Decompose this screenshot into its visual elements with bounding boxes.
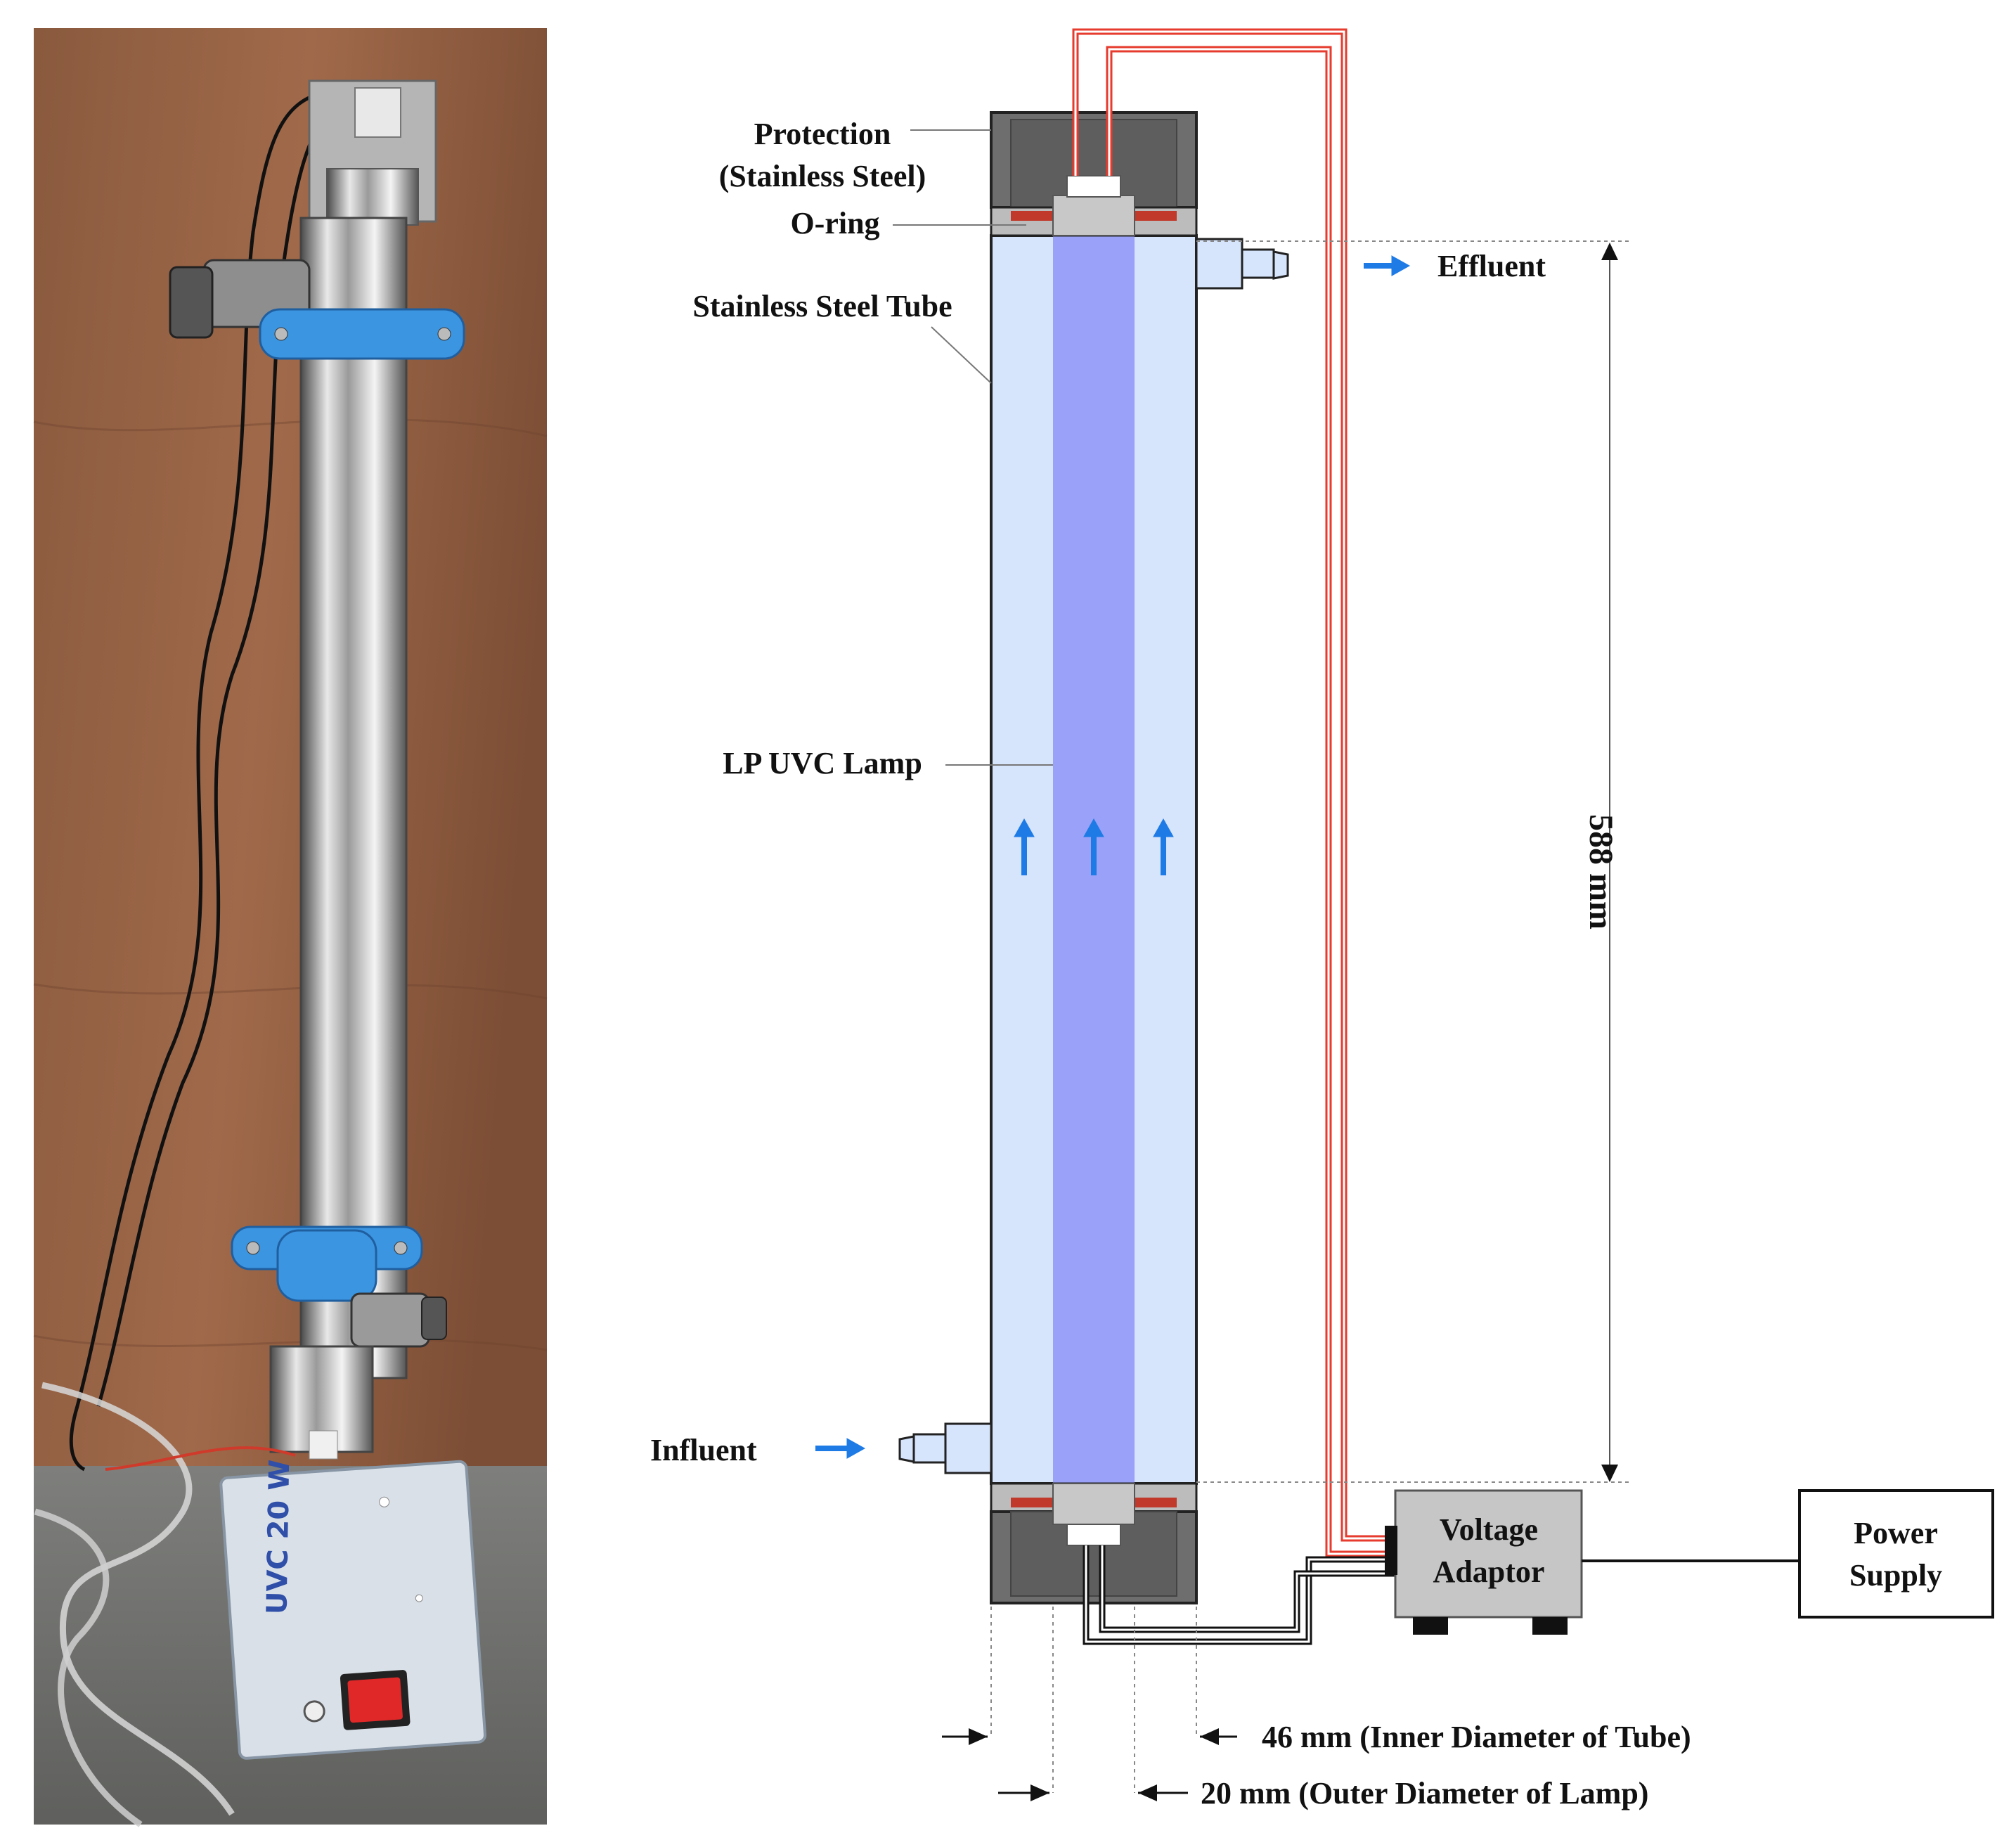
lamp-socket-bottom xyxy=(1052,1483,1135,1525)
effluent-label: Effluent xyxy=(1437,249,1546,283)
bottom-o-ring-right xyxy=(1135,1498,1177,1507)
tube-label: Stainless Steel Tube xyxy=(692,289,952,323)
influent-fitting xyxy=(350,1292,430,1348)
upward-flow-arrows xyxy=(1014,818,1174,875)
top-o-ring-left xyxy=(1011,211,1053,221)
influent-port xyxy=(944,1422,993,1474)
bottom-o-ring-left xyxy=(1011,1498,1053,1507)
lamp-pin-top xyxy=(1066,175,1121,198)
reactor-schematic: Voltage Adaptor Power Supply Protection … xyxy=(650,28,1994,1810)
power-supply-label-2: Supply xyxy=(1849,1558,1942,1593)
voltage-adaptor xyxy=(1394,1489,1583,1619)
voltage-adaptor-label-2: Adaptor xyxy=(1433,1555,1545,1589)
protection-label-2: (Stainless Steel) xyxy=(719,159,926,193)
diameter-guides xyxy=(990,1607,1197,1793)
power-wire xyxy=(69,89,331,1472)
stainless-steel-tube xyxy=(299,217,408,1379)
voltage-adaptor-label-1: Voltage xyxy=(1440,1512,1538,1547)
protection-label-1: Protection xyxy=(754,117,891,151)
o-ring-label: O-ring xyxy=(790,206,879,240)
influent-label: Influent xyxy=(650,1433,757,1467)
outer-diameter-label: 20 mm (Outer Diameter of Lamp) xyxy=(1201,1776,1648,1810)
power-supply xyxy=(1798,1489,1994,1619)
length-label: 588 mm xyxy=(1582,814,1620,929)
device-photo: UVC 20 W xyxy=(33,28,548,1827)
indicator-light xyxy=(303,1700,325,1723)
tube-leader xyxy=(931,326,992,384)
terminal-block xyxy=(354,87,401,138)
inner-diameter-label: 46 mm (Inner Diameter of Tube) xyxy=(1262,1720,1691,1754)
lamp-socket-top xyxy=(1052,195,1135,236)
top-o-ring-right xyxy=(1135,211,1177,221)
lamp-pin-bottom xyxy=(1066,1524,1121,1546)
device-label: UVC 20 W xyxy=(261,1459,296,1614)
uvc-control-box xyxy=(219,1460,487,1760)
power-wire xyxy=(96,96,346,1407)
lamp-label: LP UVC Lamp xyxy=(723,746,922,780)
effluent-port xyxy=(1195,238,1243,290)
top-clamp xyxy=(259,308,465,360)
power-switch-rocker xyxy=(347,1677,403,1723)
power-supply-label-1: Power xyxy=(1854,1516,1938,1550)
